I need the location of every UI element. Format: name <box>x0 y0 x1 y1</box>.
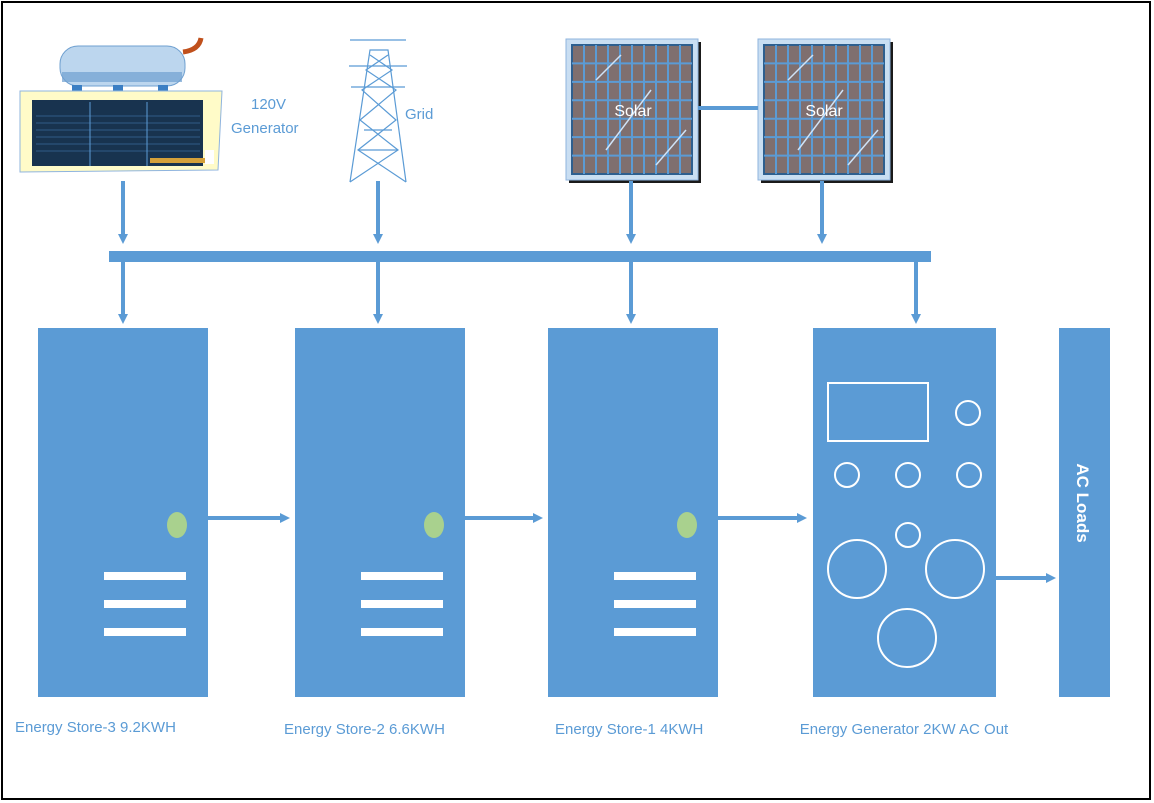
vent-slot <box>361 572 443 580</box>
energy-store-3: Energy Store-3 9.2KWH <box>15 328 208 736</box>
vent-slot <box>104 572 186 580</box>
knob <box>834 462 860 488</box>
transmission-tower-icon <box>349 39 407 183</box>
status-indicator <box>424 512 444 538</box>
solar-panel-2-label: Solar <box>805 103 843 120</box>
ac-loads-label: AC Loads <box>1073 463 1092 542</box>
generator-label: Generator <box>231 120 299 137</box>
vent-slot <box>361 600 443 608</box>
energy-generator-unit <box>813 328 996 697</box>
solar-panel-2 <box>757 38 893 183</box>
vent-slot <box>104 628 186 636</box>
generator-label-voltage: 120V <box>251 96 286 113</box>
vent-slot <box>614 600 696 608</box>
vent-slot <box>614 628 696 636</box>
bus-bar <box>109 251 931 262</box>
display-screen <box>827 382 929 442</box>
energy-store-label: Energy Store-3 9.2KWH <box>15 719 176 736</box>
outlet <box>827 539 887 599</box>
vent-slot <box>614 572 696 580</box>
ac-loads-block <box>1059 328 1110 697</box>
knob <box>956 462 982 488</box>
status-indicator <box>677 512 697 538</box>
grid-label: Grid <box>405 106 433 123</box>
connection-arrows <box>118 181 1056 583</box>
energy-store-label: Energy Store-1 4KWH <box>555 721 703 738</box>
status-indicator <box>167 512 187 538</box>
vent-slot <box>361 628 443 636</box>
knob <box>895 522 921 548</box>
energy-store-1: Energy Store-1 4KWH <box>548 328 718 738</box>
vent-slot <box>104 600 186 608</box>
knob <box>895 462 921 488</box>
knob <box>955 400 981 426</box>
outlet <box>877 608 937 668</box>
outlet <box>925 539 985 599</box>
generator-icon <box>19 37 223 173</box>
solar-panel-1-label: Solar <box>614 103 652 120</box>
energy-store-label: Energy Store-2 6.6KWH <box>284 721 445 738</box>
energy-store-2: Energy Store-2 6.6KWH <box>284 328 465 738</box>
solar-panel-1 <box>565 38 701 183</box>
inverter-label: Energy Generator 2KW AC Out <box>800 721 1009 738</box>
